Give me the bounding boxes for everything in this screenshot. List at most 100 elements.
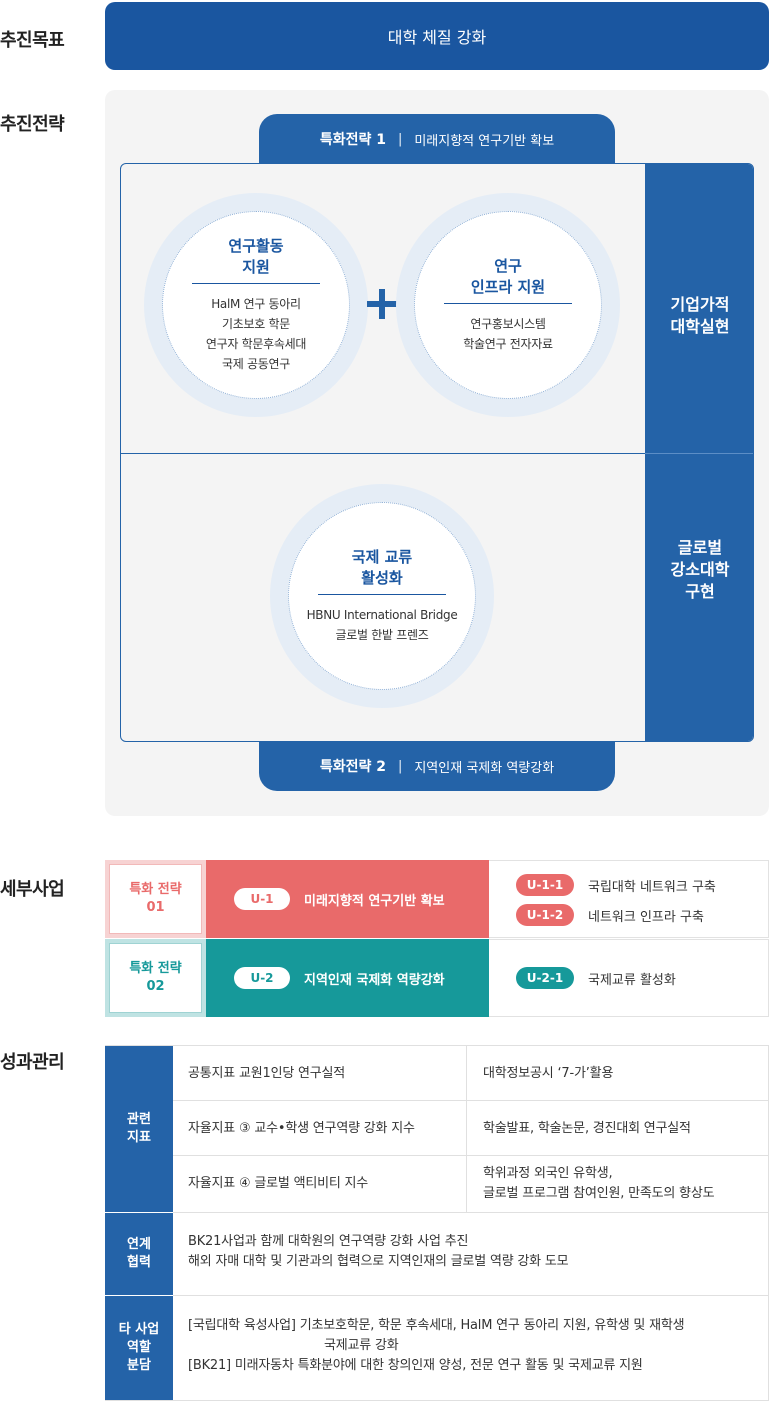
circle-title-line: 연구 — [494, 257, 522, 275]
detail-main-2: U-2 지역인재 국제화 역량강화 — [206, 939, 489, 1017]
side-text-2-line: 구현 — [685, 582, 715, 601]
circle-item: 글로벌 한밭 프렌즈 — [335, 628, 429, 642]
indicator-right-line: 학위과정 외국인 유학생, — [483, 1166, 613, 1181]
detail-strategy-badge-1: 특화 전략 01 — [105, 860, 206, 938]
detail-table: 특화 전략 01 U-1 미래지향적 연구기반 확보 U-1-1 국립대학 네트… — [105, 860, 769, 1017]
circle-title: 국제 교류 활성화 — [352, 547, 412, 589]
circle-item: 학술연구 전자자료 — [463, 337, 553, 351]
code-pill: U-2 — [234, 967, 290, 989]
perf-header-cooperation: 연계 협력 — [105, 1213, 173, 1295]
section-label-detail: 세부사업 — [0, 879, 65, 900]
circle-research-infra: 연구 인프라 지원 연구홍보시스템 학술연구 전자자료 — [396, 193, 620, 417]
row-divider — [173, 1155, 769, 1156]
circle-item: HalM 연구 동아리 — [211, 297, 301, 311]
indicator-left: 자율지표 ④ 글로벌 액티비티 지수 — [188, 1176, 369, 1191]
perf-header-indicators: 관련 지표 — [105, 1046, 173, 1212]
roles-text: [국립대학 육성사업] 기초보호학문, 학문 후속세대, HalM 연구 동아리… — [188, 1316, 685, 1376]
circle-item: HBNU International Bridge — [306, 608, 458, 622]
sub-code-pill: U-1-1 — [516, 874, 574, 896]
side-text-1: 기업가적 대학실현 — [645, 294, 753, 338]
detail-strategy-badge-2: 특화 전략 02 — [105, 939, 206, 1017]
sub-label: 네트워크 인프라 구축 — [588, 909, 704, 925]
perf-header-line: 연계 — [127, 1237, 151, 1252]
badge-line: 특화 전략 — [129, 961, 182, 976]
side-text-2-line: 글로벌 — [677, 538, 723, 557]
detail-sub-item: U-2-1 국제교류 활성화 — [516, 967, 676, 989]
detail-subs-2: U-2-1 국제교류 활성화 — [489, 939, 769, 1017]
badge-line: 특화 전략 — [129, 882, 182, 897]
goal-text: 대학 체질 강화 — [387, 28, 487, 47]
code-pill: U-1 — [234, 888, 290, 910]
circle-title-line: 활성화 — [361, 569, 403, 587]
circle-title-underline — [192, 283, 320, 284]
perf-header-line: 지표 — [127, 1130, 151, 1145]
cooperation-line: BK21사업과 함께 대학원의 연구역량 강화 사업 추진 — [188, 1234, 469, 1249]
circle-title: 연구 인프라 지원 — [471, 256, 545, 298]
side-text-2: 글로벌 강소대학 구현 — [645, 537, 753, 603]
side-text-1-line: 대학실현 — [670, 317, 730, 336]
detail-main-title: 지역인재 국제화 역량강화 — [304, 972, 445, 988]
tab-separator: | — [397, 131, 403, 147]
perf-header-roles: 타 사업 역할 분담 — [105, 1296, 173, 1400]
circle-item: 국제 공동연구 — [222, 357, 290, 371]
indicator-left: 공통지표 교원1인당 연구실적 — [188, 1066, 346, 1081]
perf-header-line: 협력 — [127, 1255, 151, 1270]
strategy-tab-1-desc: 미래지향적 연구기반 확보 — [414, 133, 555, 149]
goal-bar: 대학 체질 강화 — [105, 2, 769, 70]
badge-line: 02 — [146, 979, 165, 994]
circle-title-underline — [318, 594, 446, 595]
detail-sub-item: U-1-2 네트워크 인프라 구축 — [516, 904, 704, 926]
circle-core: 연구 인프라 지원 연구홍보시스템 학술연구 전자자료 — [414, 211, 602, 399]
roles-line: 국제교류 강화 — [324, 1338, 399, 1353]
plus-icon — [367, 289, 397, 319]
strategy-tab-1-title: 특화전략 1 — [319, 132, 386, 148]
strategy-tab-1: 특화전략 1 | 미래지향적 연구기반 확보 — [259, 114, 615, 164]
indicator-right: 대학정보공시 ‘7-가’활용 — [483, 1066, 614, 1081]
detail-main-1: U-1 미래지향적 연구기반 확보 — [206, 860, 489, 938]
strategy-tab-2: 특화전략 2 | 지역인재 국제화 역량강화 — [259, 741, 615, 791]
strategy-side-column: 기업가적 대학실현 글로벌 강소대학 구현 — [645, 164, 753, 741]
roles-line: [BK21] 미래자동차 특화분야에 대한 창의인재 양성, 전문 연구 활동 … — [188, 1358, 643, 1373]
indicator-left: 자율지표 ③ 교수•학생 연구역량 강화 지수 — [188, 1121, 415, 1136]
sub-label: 국제교류 활성화 — [588, 972, 676, 988]
section-label-goal: 추진목표 — [0, 30, 65, 51]
side-text-2-line: 강소대학 — [670, 560, 730, 579]
performance-table: 관련 지표 연계 협력 타 사업 역할 분담 공통지표 교원1인당 연구실적 대… — [105, 1045, 769, 1401]
detail-subs-1: U-1-1 국립대학 네트워크 구축 U-1-2 네트워크 인프라 구축 — [489, 860, 769, 938]
section-label-performance: 성과관리 — [0, 1052, 65, 1073]
tab-separator: | — [397, 758, 403, 774]
row-divider — [173, 1295, 769, 1296]
sub-label: 국립대학 네트워크 구축 — [588, 879, 716, 895]
circle-core: 국제 교류 활성화 HBNU International Bridge 글로벌 … — [288, 502, 476, 690]
circle-title-underline — [444, 303, 572, 304]
cooperation-line: 해외 자매 대학 및 기관과의 협력으로 지역인재의 글로벌 역량 강화 도모 — [188, 1254, 569, 1269]
circle-item: 기초보호 학문 — [222, 317, 290, 331]
detail-main-title: 미래지향적 연구기반 확보 — [304, 893, 445, 909]
detail-sub-item: U-1-1 국립대학 네트워크 구축 — [516, 874, 716, 896]
indicator-right-line: 글로벌 프로그램 참여인원, 만족도의 향상도 — [483, 1186, 715, 1201]
side-text-1-line: 기업가적 — [670, 295, 730, 314]
circle-research-activity: 연구활동 지원 HalM 연구 동아리 기초보호 학문 연구자 학문후속세대 국… — [144, 193, 368, 417]
perf-header-line: 분담 — [127, 1358, 151, 1373]
roles-line: [국립대학 육성사업] 기초보호학문, 학문 후속세대, HalM 연구 동아리… — [188, 1318, 685, 1333]
circle-title-line: 국제 교류 — [351, 548, 413, 566]
perf-header-line: 관련 — [127, 1112, 151, 1127]
row-divider — [173, 1100, 769, 1101]
circle-title-line: 연구활동 — [228, 237, 284, 255]
circle-international-exchange: 국제 교류 활성화 HBNU International Bridge 글로벌 … — [270, 484, 494, 708]
perf-header-line: 역할 — [127, 1340, 151, 1355]
section-label-strategy: 추진전략 — [0, 114, 65, 135]
row-divider — [173, 1212, 769, 1213]
detail-row-1: 특화 전략 01 U-1 미래지향적 연구기반 확보 U-1-1 국립대학 네트… — [105, 860, 769, 938]
circle-core: 연구활동 지원 HalM 연구 동아리 기초보호 학문 연구자 학문후속세대 국… — [162, 211, 350, 399]
sub-code-pill: U-1-2 — [516, 904, 574, 926]
perf-header-divider — [105, 1295, 173, 1296]
strategy-tab-2-desc: 지역인재 국제화 역량강화 — [414, 760, 555, 776]
strategy-tab-2-title: 특화전략 2 — [319, 759, 386, 775]
indicator-right: 학술발표, 학술논문, 경진대회 연구실적 — [483, 1121, 691, 1136]
column-divider — [466, 1046, 467, 1212]
detail-row-2: 특화 전략 02 U-2 지역인재 국제화 역량강화 U-2-1 국제교류 활성… — [105, 939, 769, 1017]
badge-line: 01 — [146, 900, 165, 915]
perf-header-line: 타 사업 — [118, 1322, 160, 1337]
circle-title: 연구활동 지원 — [228, 236, 283, 278]
